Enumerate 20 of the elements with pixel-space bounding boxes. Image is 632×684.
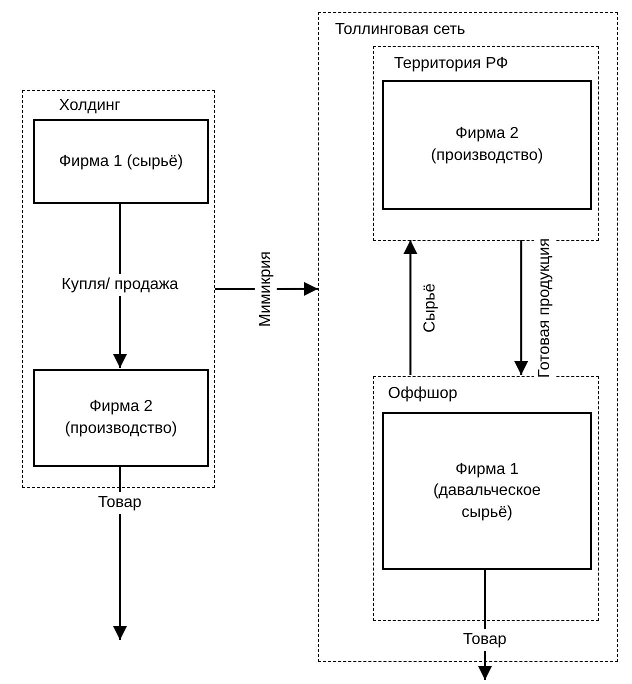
process-box xyxy=(33,119,209,204)
dashed-group-box xyxy=(22,90,215,488)
node-label: Фирма 1 (сырьё) xyxy=(59,152,183,172)
arrow xyxy=(514,240,528,375)
dashed-group-box xyxy=(373,376,599,621)
group-title: Оффшор xyxy=(388,385,458,403)
dashed-group-box xyxy=(318,12,618,662)
group-title: Холдинг xyxy=(59,97,120,115)
node-label: Фирма 2 (производство) xyxy=(64,397,178,439)
group-title: Территория РФ xyxy=(394,55,508,73)
arrow xyxy=(113,203,127,368)
node-label: Фирма 2 (производство) xyxy=(430,124,544,166)
arrow xyxy=(113,466,127,640)
node-label: Фирма 1 (давальческое сырьё) xyxy=(432,460,542,523)
process-box xyxy=(33,369,209,467)
process-box xyxy=(382,412,592,570)
group-title: Толлинговая сеть xyxy=(335,21,466,39)
dashed-group-box xyxy=(373,46,599,241)
arrow xyxy=(403,240,418,375)
process-box xyxy=(382,80,592,210)
